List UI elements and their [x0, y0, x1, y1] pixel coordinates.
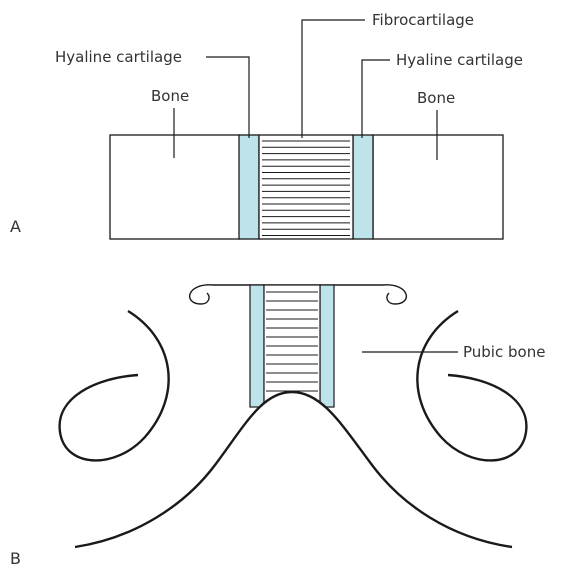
hyaline-column-left — [250, 285, 264, 407]
label-pubic-bone: Pubic bone — [463, 343, 545, 361]
pubic-bone-right-outline — [417, 311, 526, 460]
hyaline-cartilage-left — [239, 135, 259, 239]
bone-left-block — [110, 135, 240, 239]
leader-hyaline-left — [206, 57, 249, 138]
label-hyaline-cartilage-left: Hyaline cartilage — [55, 48, 182, 66]
hyaline-column-right — [320, 285, 334, 407]
label-fibrocartilage: Fibrocartilage — [372, 11, 474, 29]
panel-b-symphysis — [60, 285, 527, 547]
panel-a-letter: A — [10, 218, 21, 236]
panel-b-letter: B — [10, 550, 21, 568]
label-bone-right: Bone — [417, 89, 455, 107]
panel-a-joint — [110, 135, 503, 239]
bone-right-block — [373, 135, 503, 239]
leader-fibrocartilage — [302, 20, 365, 138]
pubic-bone-left-outline — [60, 311, 169, 460]
leader-hyaline-right — [362, 60, 390, 138]
label-bone-left: Bone — [151, 87, 189, 105]
label-hyaline-cartilage-right: Hyaline cartilage — [396, 51, 523, 69]
interpubic-disc — [264, 285, 320, 405]
pubic-arch-outline — [75, 392, 512, 547]
hyaline-cartilage-right — [353, 135, 373, 239]
